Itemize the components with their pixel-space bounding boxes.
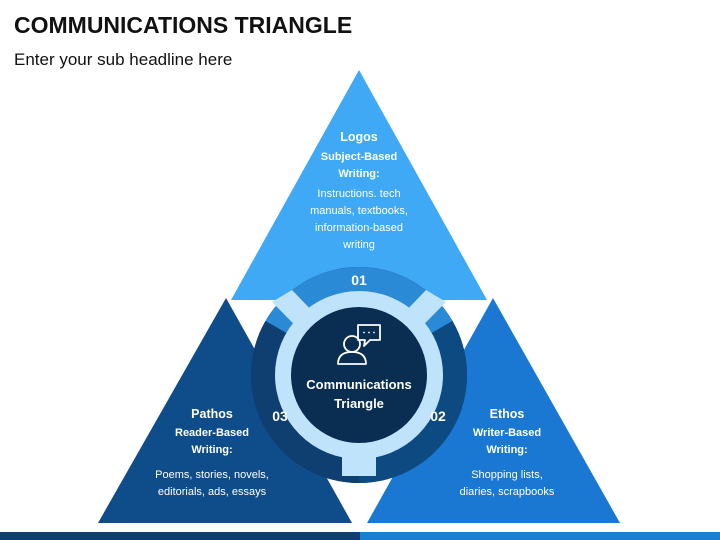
bottom-bar-light-segment <box>360 532 720 540</box>
ethos-subtitle-line2: Writing: <box>486 444 527 456</box>
pathos-title: Pathos <box>191 407 233 421</box>
person-chat-icon <box>337 324 381 365</box>
center-label-line2: Triangle <box>334 396 384 411</box>
ethos-body-line: Shopping lists, <box>471 469 543 481</box>
pathos-body-line: editorials, ads, essays <box>158 486 267 498</box>
pathos-triangle <box>98 298 352 523</box>
logos-text-block: Logos Subject-Based Writing: Instruction… <box>310 130 408 251</box>
bottom-bar-dark-segment <box>0 532 360 540</box>
ethos-triangle <box>367 298 620 523</box>
segment-number-01: 01 <box>351 272 367 288</box>
pathos-subtitle-line2: Writing: <box>191 444 232 456</box>
ethos-text-block: Ethos Writer-Based Writing: Shopping lis… <box>460 407 555 498</box>
logos-body-line: manuals, textbooks, <box>310 205 408 217</box>
slide-title: COMMUNICATIONS TRIANGLE <box>14 12 353 38</box>
slide-subtitle: Enter your sub headline here <box>14 50 233 69</box>
ethos-subtitle-line1: Writer-Based <box>473 427 541 439</box>
logos-body-line: information-based <box>315 222 403 234</box>
segment-number-02: 02 <box>430 408 446 424</box>
ethos-body-line: diaries, scrapbooks <box>460 486 555 498</box>
center-label-line1: Communications <box>306 377 411 392</box>
logos-title: Logos <box>340 130 378 144</box>
ethos-title: Ethos <box>490 407 525 421</box>
logos-body-line: Instructions. tech <box>317 188 400 200</box>
center-circle <box>291 307 427 443</box>
bottom-accent-bar <box>0 532 720 540</box>
logos-body-line: writing <box>342 239 375 251</box>
segment-number-03: 03 <box>272 408 288 424</box>
pathos-subtitle-line1: Reader-Based <box>175 427 249 439</box>
logos-triangle <box>231 70 487 300</box>
pathos-text-block: Pathos Reader-Based Writing: Poems, stor… <box>155 407 269 498</box>
pathos-body-line: Poems, stories, novels, <box>155 469 269 481</box>
logos-subtitle-line1: Subject-Based <box>321 151 397 163</box>
logos-subtitle-line2: Writing: <box>338 168 379 180</box>
